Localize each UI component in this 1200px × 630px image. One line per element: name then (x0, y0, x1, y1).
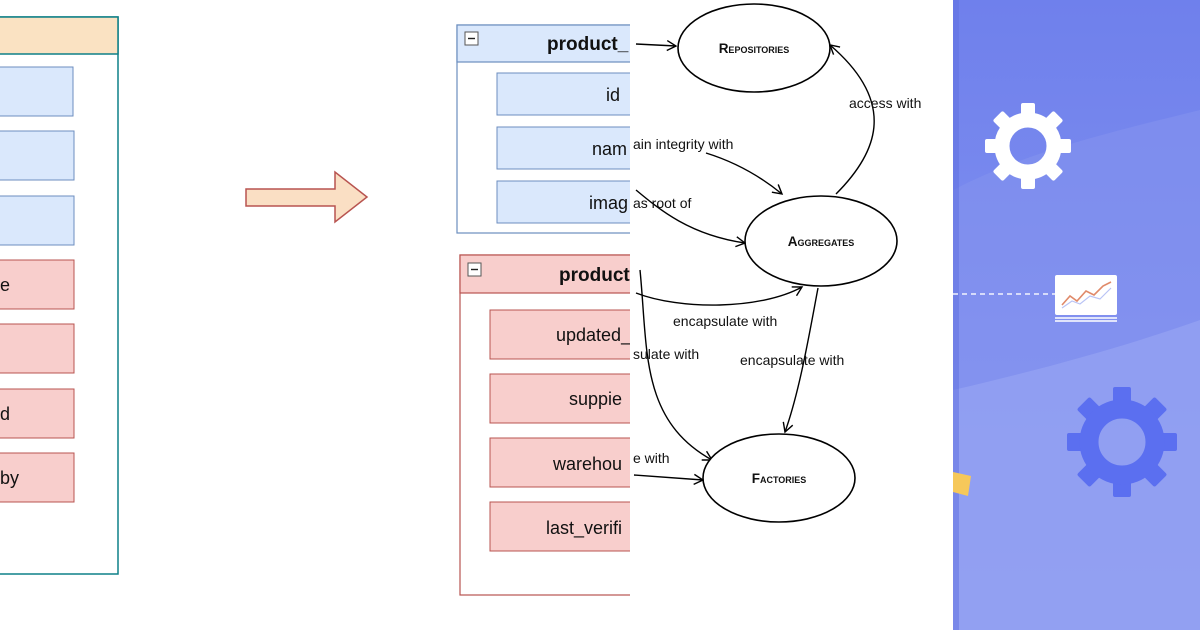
bottom-field-label-3: warehou (552, 454, 622, 474)
edge-label-maintain-integrity: ain integrity with (633, 136, 733, 152)
top-field-label-2: nam (592, 139, 627, 159)
left-field-5 (0, 323, 75, 374)
node-aggregates (744, 195, 898, 287)
table-product-bottom: product updated_ suppie warehou last_ver… (459, 254, 632, 596)
left-field-label-6: d (0, 404, 10, 424)
edge-into-repositories (635, 39, 678, 52)
edge-label-encapsulate-2: encapsulate with (740, 352, 844, 368)
illustration-panel (953, 0, 1200, 630)
left-field-7 (0, 452, 75, 503)
top-field-1 (496, 72, 630, 116)
bottom-field-3 (489, 437, 630, 488)
panel-wave-2 (953, 320, 1200, 630)
ddd-graph: Repositories Aggregates Factories access… (630, 0, 953, 630)
graph-background (630, 0, 953, 630)
bottom-field-1 (489, 309, 630, 360)
left-field-label-4: e (0, 275, 10, 295)
edge-as-root-of (635, 189, 747, 248)
chart-card-icon (1055, 275, 1117, 322)
panel-edge (953, 0, 959, 630)
node-repositories (677, 3, 831, 93)
edge-label-encapsulate-4: e with (633, 450, 670, 466)
left-table-header (0, 16, 119, 55)
bottom-field-4 (489, 501, 630, 552)
bottom-table-header (459, 254, 630, 294)
left-field-4 (0, 259, 75, 310)
node-label-repositories: Repositories (719, 41, 790, 56)
node-factories (702, 433, 856, 523)
top-field-label-3: imag (589, 193, 628, 213)
yellow-block (953, 472, 971, 496)
left-field-label-7: by (0, 468, 19, 488)
bottom-field-label-4: last_verifi (546, 518, 622, 539)
left-field-3 (0, 195, 75, 246)
edge-encapsulate-2 (782, 287, 819, 434)
top-field-3 (496, 180, 630, 224)
edge-encapsulate-4 (633, 473, 705, 485)
edge-access-with (828, 44, 875, 195)
edge-encapsulate-1 (635, 286, 804, 306)
bottom-field-2 (489, 373, 630, 424)
top-field-2 (496, 126, 630, 170)
node-label-aggregates: Aggregates (788, 234, 855, 249)
right-schema-tables: product_ id nam imag product updated_ su… (456, 24, 632, 596)
top-table-title: product_ (547, 34, 629, 55)
left-field-1 (0, 66, 74, 117)
transform-arrow-icon (245, 170, 369, 224)
gear-icon (1067, 387, 1177, 497)
bottom-field-label-1: updated_ (556, 325, 632, 346)
top-field-label-1: id (606, 85, 620, 105)
top-table-header (456, 24, 630, 63)
left-field-2 (0, 130, 75, 181)
left-field-rows (0, 66, 75, 503)
bottom-field-label-2: suppie (569, 389, 622, 409)
edge-label-encapsulate-1: encapsulate with (673, 313, 777, 329)
gear-icon (985, 103, 1071, 189)
bottom-table-title: product (559, 265, 630, 286)
node-label-factories: Factories (752, 471, 807, 486)
left-field-6 (0, 388, 75, 439)
edge-label-as-root-of: as root of (633, 195, 691, 211)
edge-encapsulate-3 (639, 269, 714, 461)
edge-label-access-with: access with (849, 95, 921, 111)
table-product-top: product_ id nam imag (456, 24, 630, 234)
left-schema-table: e d by (0, 16, 119, 575)
edge-label-encapsulate-3: sulate with (633, 346, 699, 362)
edge-maintain-integrity (705, 152, 784, 195)
